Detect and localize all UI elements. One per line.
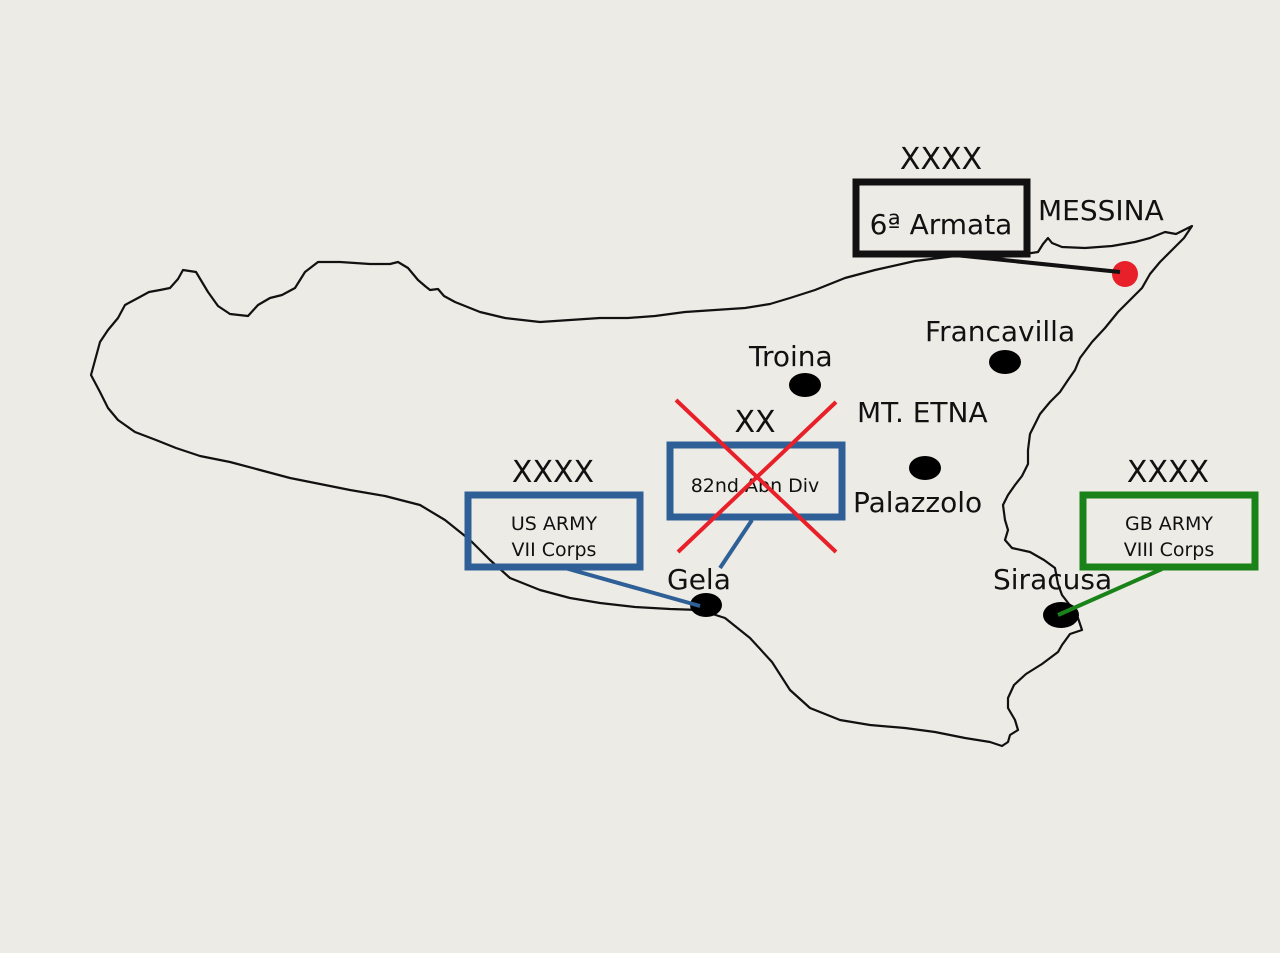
italian-army-name: 6ª Armata (870, 208, 1013, 241)
us-army-line1: US ARMY (511, 513, 598, 535)
us-army-echelon: XXXX (512, 455, 594, 490)
gb-army-echelon: XXXX (1127, 455, 1209, 490)
gb-army-unit[interactable]: XXXX GB ARMY VIII Corps (1079, 455, 1259, 571)
gb-army-line1: GB ARMY (1125, 513, 1213, 535)
sicily-coastline (89, 224, 1194, 748)
div-82nd-unit[interactable]: XX 82nd Abn Div (666, 398, 846, 554)
us-army-leader-line (564, 566, 701, 608)
gela-label: Gela (667, 563, 731, 596)
italian-army-box (852, 178, 1031, 258)
francavilla-label: Francavilla (925, 315, 1075, 348)
destroyed-cross-icon (674, 398, 838, 554)
messina-hq-marker[interactable] (1112, 261, 1138, 287)
troina-label: Troina (748, 340, 833, 373)
div-82nd-box (666, 441, 846, 521)
gela-marker[interactable] (690, 593, 722, 617)
palazzolo-marker[interactable] (909, 456, 941, 480)
div-82nd-name: 82nd Abn Div (691, 475, 820, 497)
italian-6th-army-unit[interactable]: XXXX 6ª Armata (852, 142, 1031, 258)
us-army-box (464, 491, 644, 571)
mt-etna-label: MT. ETNA (857, 396, 988, 429)
italian-army-echelon: XXXX (900, 142, 982, 177)
palazzolo-label: Palazzolo (853, 486, 982, 519)
gb-army-leader-line (1057, 567, 1163, 617)
div-82nd-leader-line (718, 518, 754, 570)
us-army-line2: VII Corps (512, 539, 597, 561)
troina-marker[interactable] (789, 373, 821, 397)
gb-army-box (1079, 491, 1259, 571)
gb-army-line2: VIII Corps (1124, 539, 1215, 561)
francavilla-marker[interactable] (989, 350, 1021, 374)
div-82nd-echelon: XX (734, 405, 775, 440)
messina-label: MESSINA (1038, 194, 1164, 227)
us-army-unit[interactable]: XXXX US ARMY VII Corps (464, 455, 644, 571)
